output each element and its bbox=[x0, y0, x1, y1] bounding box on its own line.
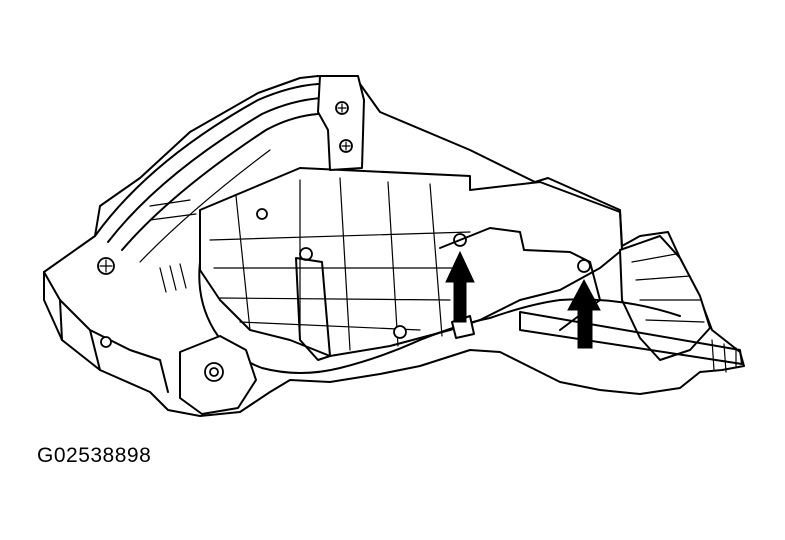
housing-rib-edge bbox=[139, 149, 271, 263]
locating-arrow-icon bbox=[567, 278, 601, 349]
locating-arrow-icon bbox=[445, 250, 475, 323]
bracket-screw-slots bbox=[337, 103, 351, 151]
figure-id-label: G02538898 bbox=[37, 444, 152, 467]
housing-rib-outer bbox=[94, 83, 319, 237]
housing-rib-middle bbox=[107, 97, 323, 243]
plate-hole-3 bbox=[393, 325, 407, 339]
right-plate bbox=[439, 227, 601, 331]
pivot-pin bbox=[209, 367, 219, 377]
plate-grid bbox=[209, 177, 471, 351]
end-connector bbox=[619, 235, 711, 361]
housing-rib-inner bbox=[121, 113, 319, 251]
rod-end-tabs bbox=[711, 339, 737, 373]
left-vents bbox=[149, 199, 197, 293]
left-lever bbox=[295, 257, 331, 361]
connector-ridges bbox=[631, 253, 705, 323]
left-small-hole bbox=[100, 336, 112, 348]
plate-hole-1 bbox=[256, 208, 268, 220]
left-screw-slot bbox=[99, 259, 113, 273]
right-rod bbox=[519, 311, 743, 365]
